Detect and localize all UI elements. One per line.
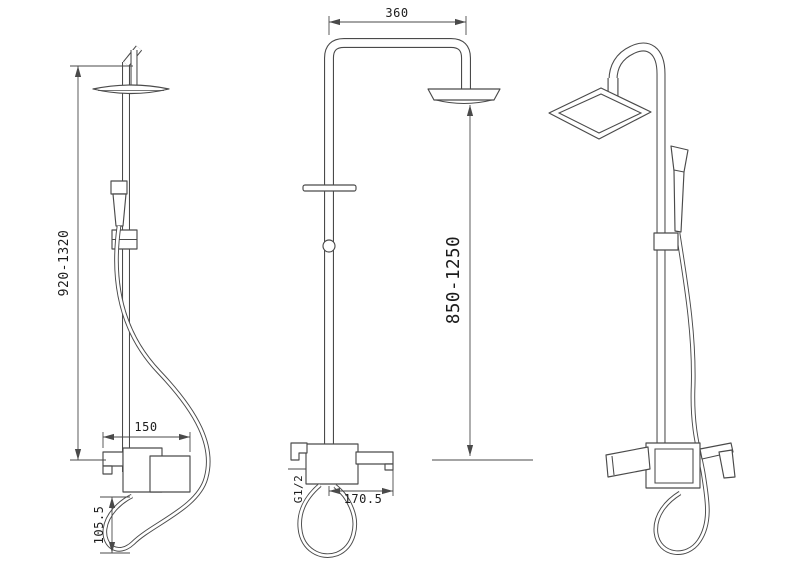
front-slider-knob	[322, 239, 336, 253]
persp-mixer-body	[645, 442, 701, 489]
persp-shower-head	[548, 87, 652, 140]
front-mixer	[290, 442, 394, 485]
perspective-view	[548, 42, 736, 555]
side-mixer-handle	[149, 455, 191, 493]
dim-body-depth: 150	[102, 420, 191, 452]
persp-hand-shower	[653, 145, 689, 251]
dim-label-arm-reach: 360	[385, 6, 408, 20]
front-shower-hose	[297, 483, 357, 558]
side-shower-head	[92, 84, 170, 95]
side-shower-hose	[102, 225, 211, 552]
dim-overall-height: 920-1320	[57, 65, 133, 461]
dim-spout-reach: 170.5	[328, 470, 394, 506]
front-shower-head	[427, 88, 501, 105]
dim-label-spout-drop: 105.5	[92, 506, 106, 545]
dim-label-overall-height: 920-1320	[57, 230, 72, 297]
side-riser-pipe	[122, 45, 143, 472]
side-hand-shower	[110, 180, 138, 250]
front-riser-and-arm	[324, 38, 471, 462]
front-mixer-body	[305, 443, 359, 485]
front-mixer-lever	[290, 442, 308, 461]
front-spout-nozzle	[384, 463, 394, 471]
dim-label-riser-height: 850-1250	[444, 236, 464, 324]
side-spout	[102, 451, 124, 467]
dim-label-spout-reach: 170.5	[344, 492, 383, 506]
persp-mixer-handle	[699, 442, 734, 460]
dim-spout-drop: 105.5	[92, 496, 130, 554]
dim-riser-height: 850-1250	[432, 105, 533, 461]
side-view: 920-1320 150 105.5	[57, 45, 211, 554]
persp-spout	[605, 446, 651, 478]
dim-arm-reach: 360	[328, 6, 467, 35]
dim-label-body-depth: 150	[134, 420, 157, 434]
side-mixer	[102, 447, 191, 493]
dim-inlet-thread: G1/2	[288, 468, 306, 504]
persp-mixer	[605, 442, 736, 489]
front-view: 360 850-1250 G1/2 170.5	[288, 6, 533, 558]
persp-slider-bracket	[653, 232, 679, 251]
front-diverter-handle	[302, 184, 357, 192]
persp-shower-hose	[653, 232, 710, 555]
dim-label-inlet-thread: G1/2	[292, 475, 305, 504]
side-spout-nozzle	[102, 465, 113, 475]
front-spout	[355, 451, 394, 465]
